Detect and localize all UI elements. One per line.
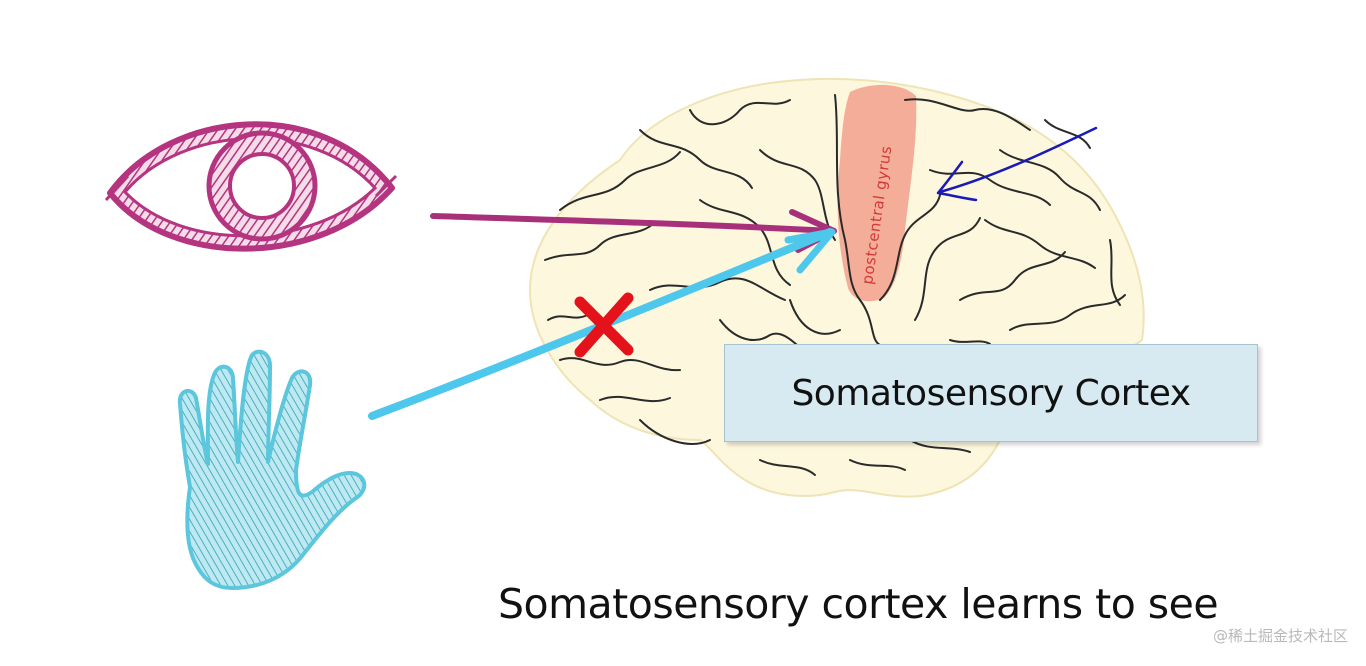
somatosensory-cortex-label: Somatosensory Cortex (791, 372, 1191, 414)
pointer-arrow (936, 126, 1098, 202)
diagram-caption: Somatosensory cortex learns to see (498, 580, 1219, 628)
eye-icon (104, 121, 398, 252)
somatosensory-cortex-label-box: Somatosensory Cortex (724, 344, 1258, 442)
watermark: @稀土掘金技术社区 (1212, 627, 1348, 645)
cross-icon (574, 292, 634, 358)
postcentral-gyrus-highlight (837, 84, 917, 302)
hand-icon (177, 349, 367, 590)
